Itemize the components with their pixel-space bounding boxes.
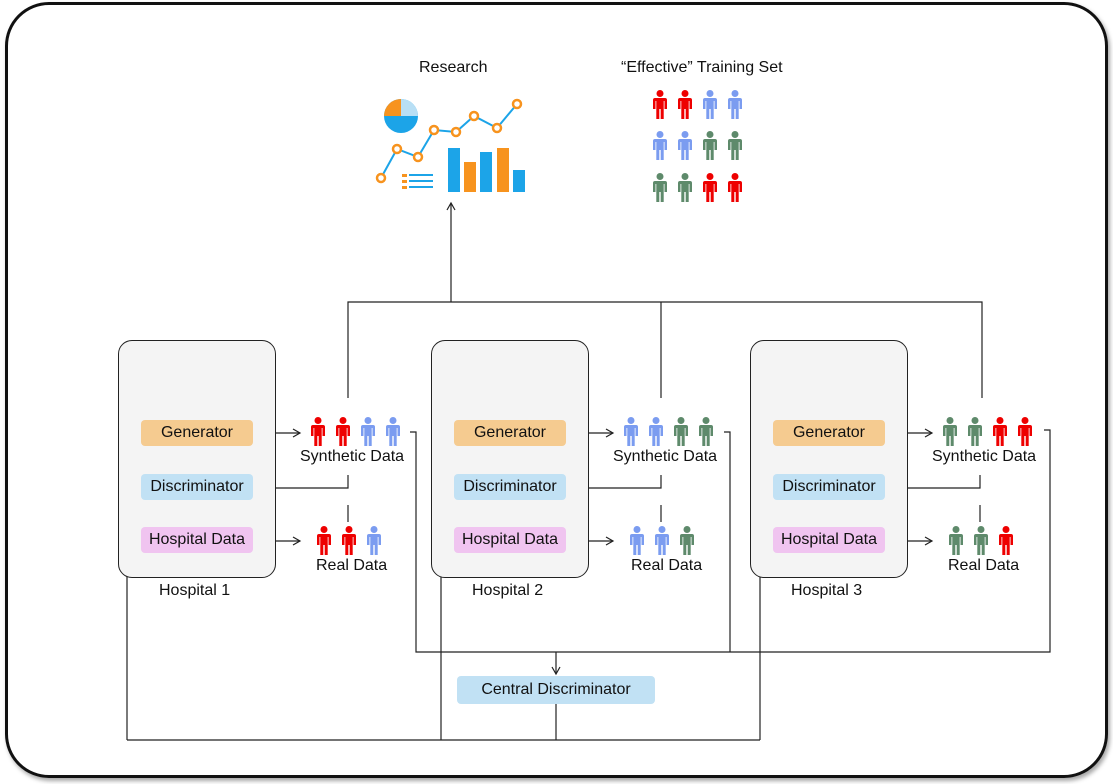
hospital-2-generator: Generator bbox=[454, 420, 566, 446]
central-discriminator: Central Discriminator bbox=[457, 676, 655, 704]
hospital-1-generator: Generator bbox=[141, 420, 253, 446]
hospital-1-discriminator: Discriminator bbox=[141, 474, 253, 500]
synthetic-person-icon bbox=[699, 417, 713, 446]
training-set-person-icon bbox=[653, 173, 667, 202]
training-set-person-icon bbox=[728, 173, 742, 202]
training-set-person-icon bbox=[653, 131, 667, 160]
hospital-2-hospital-data: Hospital Data bbox=[454, 527, 566, 553]
synthetic-person-icon bbox=[674, 417, 688, 446]
synthetic-to-central-bus bbox=[410, 429, 1051, 653]
training-set-person-icon bbox=[703, 90, 717, 119]
training-set-person-icon bbox=[678, 173, 692, 202]
hospital-1-real-data-label: Real Data bbox=[316, 557, 388, 574]
synthetic-person-icon bbox=[968, 417, 982, 446]
real-person-icon bbox=[317, 526, 331, 555]
training-set-person-icon bbox=[703, 173, 717, 202]
research-charts-icon bbox=[375, 98, 525, 192]
synthetic-person-icon bbox=[386, 417, 400, 446]
real-person-icon bbox=[949, 526, 963, 555]
real-person-icon bbox=[630, 526, 644, 555]
synthetic-person-icon bbox=[361, 417, 375, 446]
diagram-frame bbox=[5, 2, 1108, 778]
training-set-person-icon bbox=[728, 131, 742, 160]
h3-synthetic-to-discriminator bbox=[888, 475, 981, 493]
hospital-3-real-data-label: Real Data bbox=[948, 557, 1020, 574]
training-set-person-icon bbox=[678, 90, 692, 119]
synthetic-person-icon bbox=[624, 417, 638, 446]
hospital-3-synthetic-data-label: Synthetic Data bbox=[932, 448, 1037, 465]
hospital-2-discriminator: Discriminator bbox=[454, 474, 566, 500]
hospital-2-real-data-label: Real Data bbox=[631, 557, 703, 574]
hospital-1-label: Hospital 1 bbox=[159, 582, 231, 599]
hospital-3-discriminator: Discriminator bbox=[773, 474, 885, 500]
real-person-icon bbox=[974, 526, 988, 555]
synthetic-person-icon bbox=[311, 417, 325, 446]
h1-synthetic-to-discriminator bbox=[256, 475, 349, 493]
h2-synthetic-to-central-line bbox=[724, 431, 731, 652]
hospital-3-label: Hospital 3 bbox=[791, 582, 863, 599]
synthetic-person-icon bbox=[993, 417, 1007, 446]
hospital-1-hospital-data: Hospital Data bbox=[141, 527, 253, 553]
hospital-2-label: Hospital 2 bbox=[472, 582, 544, 599]
people-layer bbox=[311, 90, 1032, 555]
synthetic-person-icon bbox=[336, 417, 350, 446]
effective-training-set-label: “Effective” Training Set bbox=[621, 59, 783, 76]
research-label: Research bbox=[419, 59, 488, 76]
hospital-2-synthetic-data-label: Synthetic Data bbox=[613, 448, 718, 465]
research-collector-line bbox=[347, 301, 983, 398]
synthetic-person-icon bbox=[943, 417, 957, 446]
hospital-1-synthetic-data-label: Synthetic Data bbox=[300, 448, 405, 465]
training-set-person-icon bbox=[728, 90, 742, 119]
real-person-icon bbox=[367, 526, 381, 555]
training-set-person-icon bbox=[653, 90, 667, 119]
hospital-3-generator: Generator bbox=[773, 420, 885, 446]
h2-synthetic-to-discriminator bbox=[569, 475, 662, 493]
real-person-icon bbox=[655, 526, 669, 555]
synthetic-person-icon bbox=[1017, 417, 1032, 446]
real-person-icon bbox=[999, 526, 1013, 555]
hospital-3-hospital-data: Hospital Data bbox=[773, 527, 885, 553]
training-set-person-icon bbox=[703, 131, 717, 160]
real-person-icon bbox=[342, 526, 356, 555]
training-set-person-icon bbox=[678, 131, 692, 160]
synthetic-person-icon bbox=[649, 417, 663, 446]
real-person-icon bbox=[680, 526, 694, 555]
